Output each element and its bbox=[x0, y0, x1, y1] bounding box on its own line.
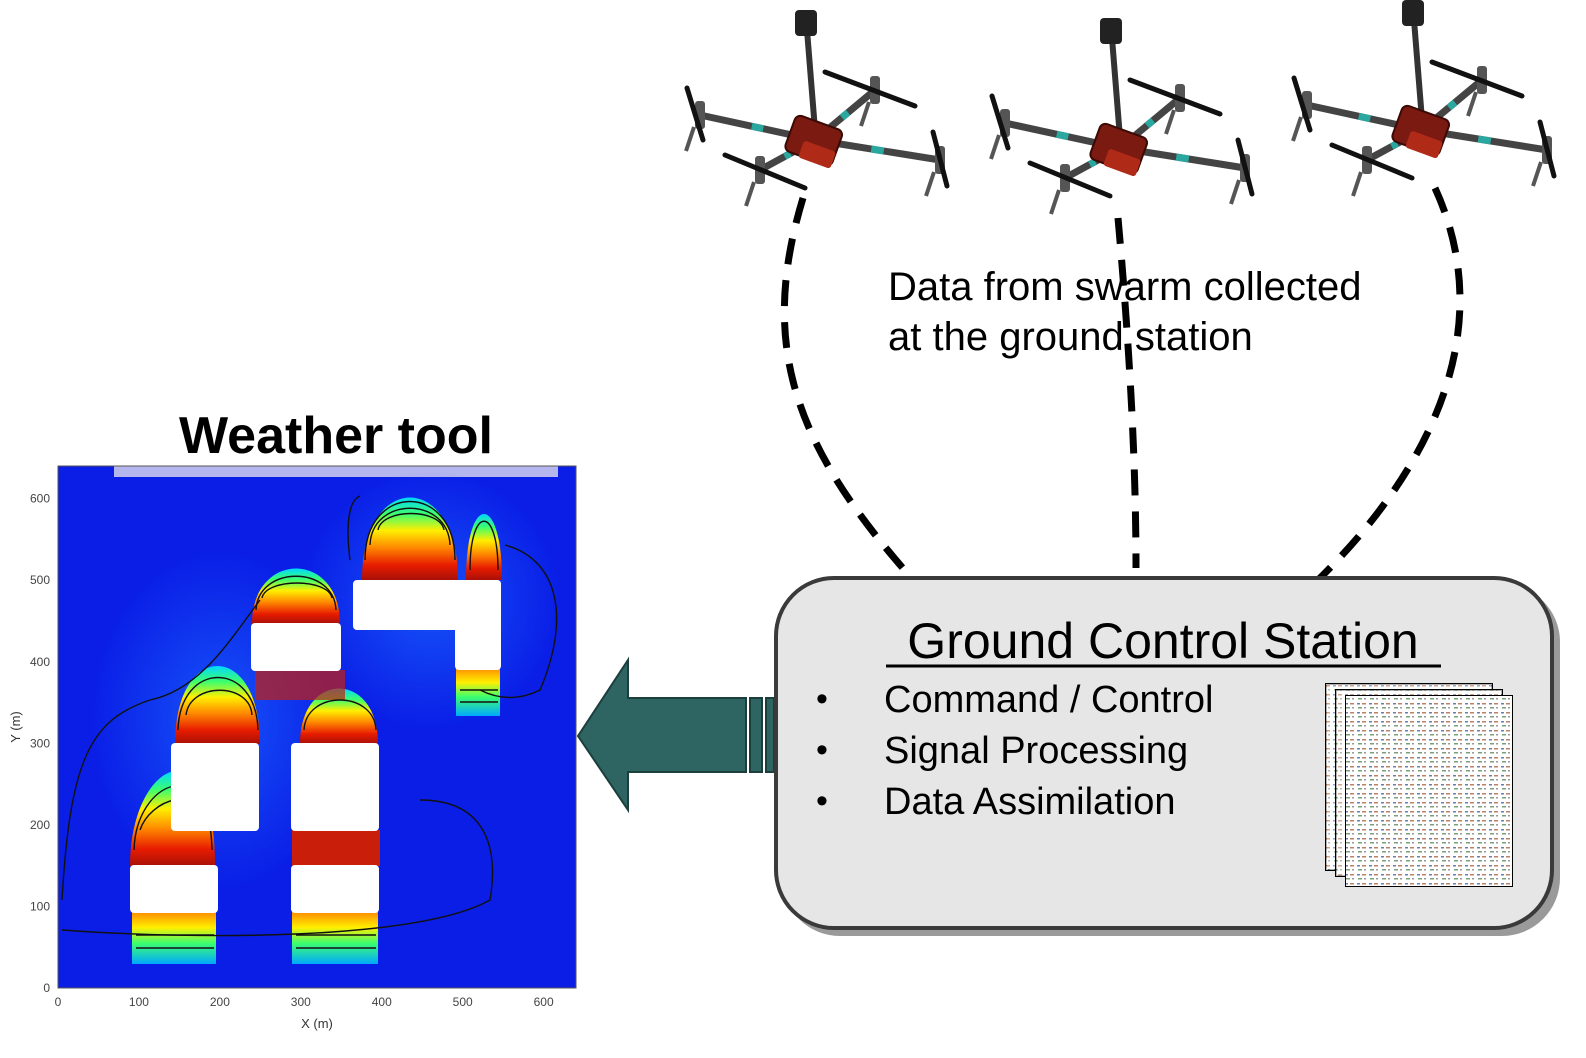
weather-tool-title: Weather tool bbox=[179, 407, 493, 465]
x-tick-label: 500 bbox=[453, 995, 473, 1009]
drone-icon bbox=[1291, 0, 1557, 197]
bullet-1: • bbox=[816, 680, 828, 718]
station-title: Ground Control Station bbox=[907, 613, 1418, 669]
swarm-annotation-line1: Data from swarm collected bbox=[888, 265, 1361, 309]
red-band-middle bbox=[292, 830, 380, 866]
x-tick-label: 100 bbox=[129, 995, 149, 1009]
comm-link-right bbox=[1315, 186, 1464, 583]
y-tick-label: 0 bbox=[43, 981, 50, 995]
x-tick-label: 0 bbox=[55, 995, 62, 1009]
ground-control-station: Ground Control Station • Command / Contr… bbox=[774, 576, 1560, 936]
x-tick-label: 400 bbox=[372, 995, 392, 1009]
plot-top-band bbox=[114, 466, 558, 477]
red-band-center bbox=[255, 670, 345, 700]
y-tick-label: 300 bbox=[30, 736, 50, 750]
y-tick-label: 200 bbox=[30, 818, 50, 832]
x-tick-label: 600 bbox=[534, 995, 554, 1009]
plume-below-left bbox=[132, 912, 216, 964]
station-item-signal: Signal Processing bbox=[884, 730, 1188, 772]
plume-below-tower bbox=[456, 668, 500, 716]
data-sheets-icon bbox=[1325, 683, 1513, 887]
building-block bbox=[291, 865, 379, 913]
plume-below-right bbox=[292, 912, 378, 964]
drone-icon bbox=[989, 18, 1255, 215]
y-tick-label: 500 bbox=[30, 573, 50, 587]
station-item-command: Command / Control bbox=[884, 679, 1213, 721]
x-tick-label: 300 bbox=[291, 995, 311, 1009]
y-tick-labels: 0 100 200 300 400 500 600 bbox=[30, 492, 50, 995]
communication-links bbox=[780, 186, 1464, 583]
y-tick-label: 100 bbox=[30, 899, 50, 913]
building-block bbox=[291, 743, 379, 831]
plume-center bbox=[252, 568, 340, 624]
y-tick-label: 400 bbox=[30, 655, 50, 669]
drone-icon bbox=[684, 10, 950, 207]
comm-link-middle bbox=[1114, 217, 1140, 569]
data-flow-arrow bbox=[576, 656, 785, 814]
bullet-2: • bbox=[816, 731, 828, 769]
building-block bbox=[455, 580, 501, 670]
station-item-data: Data Assimilation bbox=[884, 781, 1175, 823]
comm-link-left bbox=[780, 196, 911, 577]
building-block bbox=[251, 623, 341, 671]
plume-right-mid bbox=[300, 688, 378, 744]
x-tick-labels: 0 100 200 300 400 500 600 bbox=[55, 995, 554, 1009]
y-tick-label: 600 bbox=[30, 492, 50, 506]
drone-swarm bbox=[684, 0, 1557, 215]
plot-frame bbox=[57, 465, 577, 989]
swarm-annotation-line2: at the ground station bbox=[888, 315, 1253, 359]
x-axis-label: X (m) bbox=[301, 1016, 333, 1031]
x-tick-label: 200 bbox=[210, 995, 230, 1009]
building-block bbox=[130, 865, 218, 913]
bullet-3: • bbox=[816, 782, 828, 820]
building-block bbox=[171, 743, 259, 831]
y-axis-label: Y (m) bbox=[8, 711, 23, 743]
building-blocks bbox=[130, 580, 501, 913]
